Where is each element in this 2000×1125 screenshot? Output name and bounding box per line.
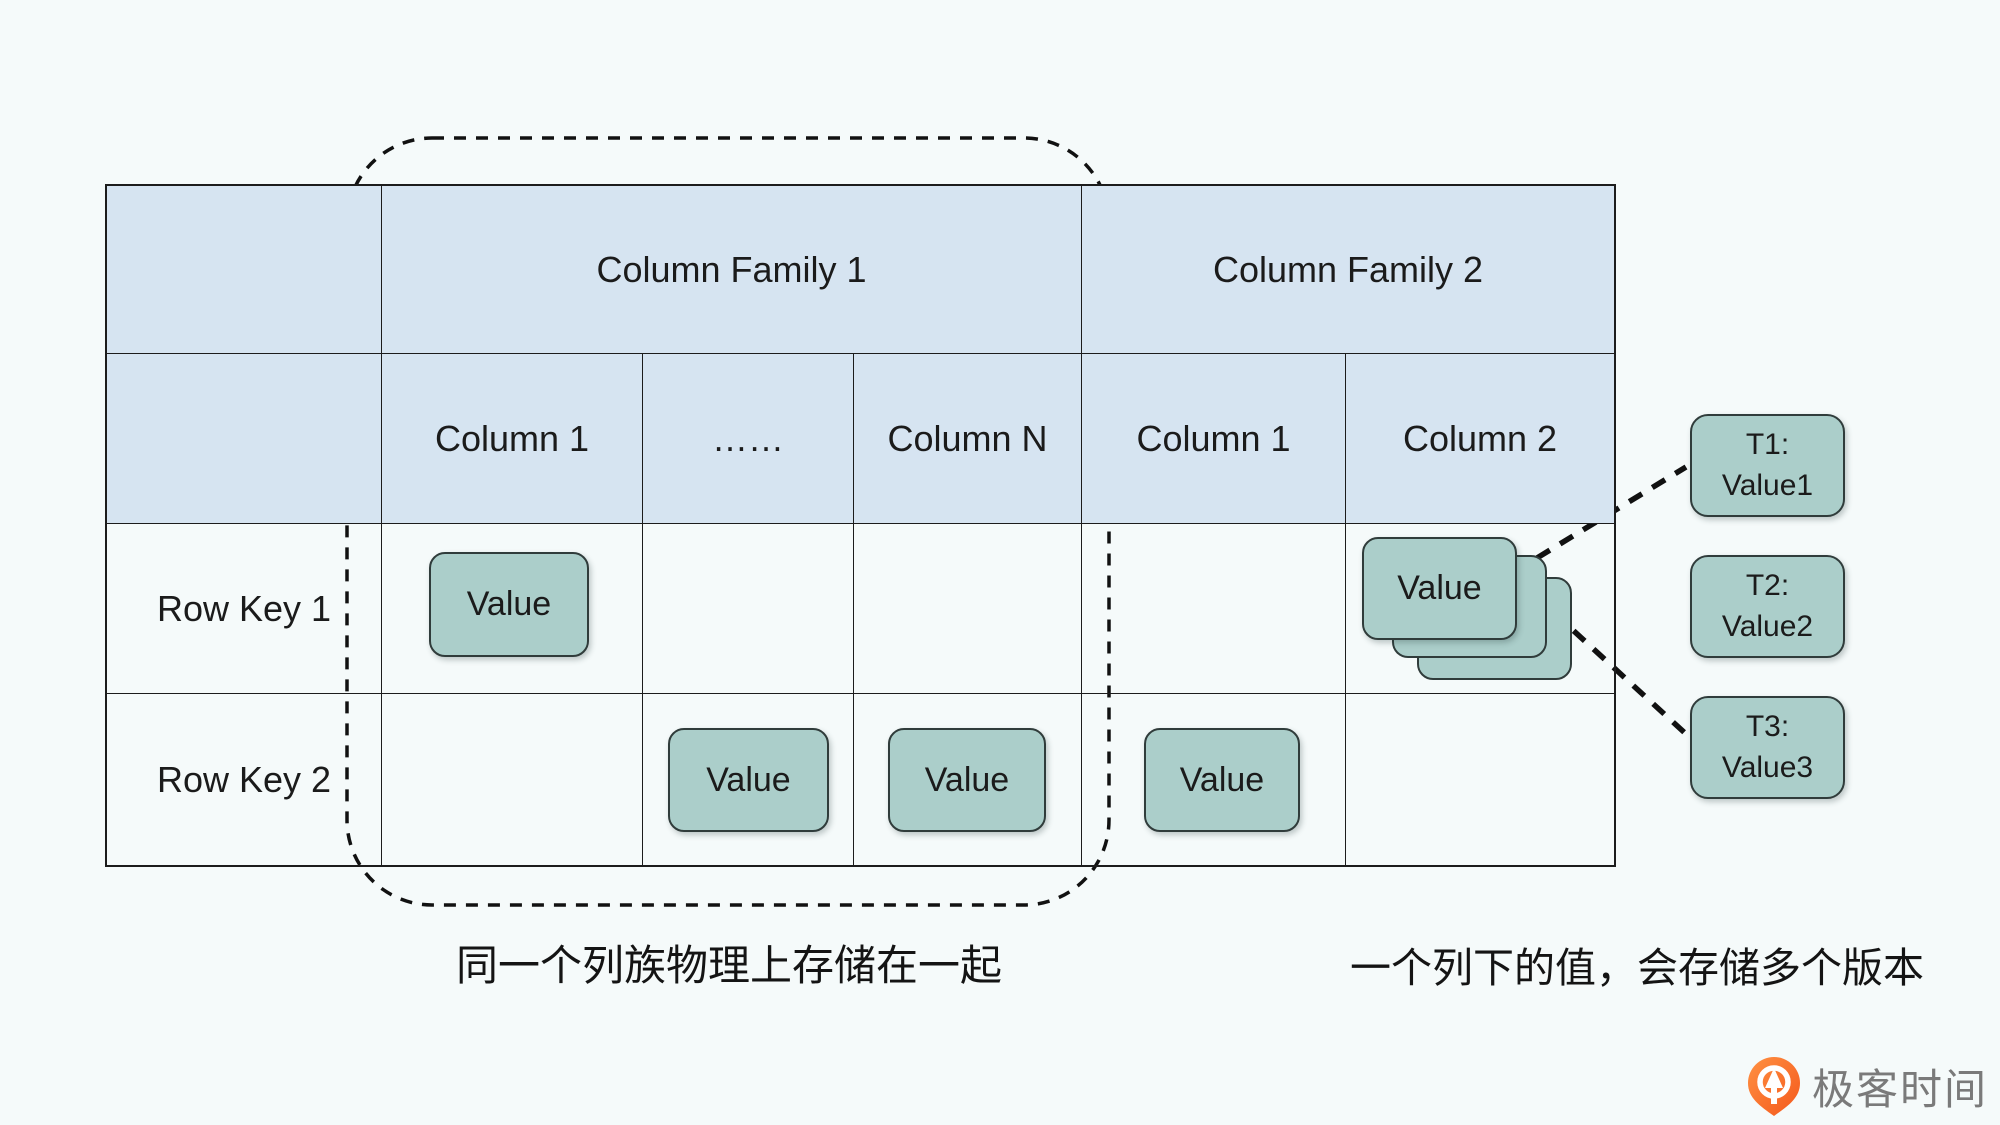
version-t3-value: Value3 bbox=[1721, 750, 1814, 784]
column-family-1-header: Column Family 1 bbox=[382, 186, 1082, 354]
column-family-2-header: Column Family 2 bbox=[1082, 186, 1614, 354]
cell-r1-cf1c1 bbox=[382, 524, 643, 694]
cell-r2-cf2c1 bbox=[1082, 694, 1346, 865]
cell-r2-cf1cn bbox=[854, 694, 1082, 865]
row-key-2-label: Row Key 2 bbox=[107, 694, 382, 865]
geektime-logo-icon bbox=[1744, 1054, 1804, 1118]
version-box-t2: T2: Value2 bbox=[1690, 555, 1845, 658]
corner-cell-sub bbox=[107, 354, 382, 524]
corner-cell-top bbox=[107, 186, 382, 354]
geektime-logo: 极客时间 bbox=[1744, 1054, 1988, 1118]
cf1-ellipsis-header: …… bbox=[643, 354, 854, 524]
cf1-column-1-header: Column 1 bbox=[382, 354, 643, 524]
value-box-rowkey2-cf1dots: Value bbox=[668, 728, 829, 832]
cell-r1-cf2c2 bbox=[1346, 524, 1614, 694]
caption-multi-version: 一个列下的值，会存储多个版本 bbox=[1350, 945, 1924, 991]
version-t2-time: T2: bbox=[1745, 569, 1790, 602]
cf2-column-2-header: Column 2 bbox=[1346, 354, 1614, 524]
value-stack-top: Value bbox=[1362, 537, 1517, 640]
cell-r2-cf1c1 bbox=[382, 694, 643, 865]
value-box-rowkey2-cf1coln: Value bbox=[888, 728, 1046, 832]
cell-r2-cf2c2 bbox=[1346, 694, 1614, 865]
cell-r1-cf1cn bbox=[854, 524, 1082, 694]
version-box-t1: T1: Value1 bbox=[1690, 414, 1845, 517]
geektime-logo-text: 极客时间 bbox=[1812, 1065, 1989, 1113]
value-box-rowkey2-cf2col1: Value bbox=[1144, 728, 1300, 832]
value-box-rowkey1-cf1col1: Value bbox=[429, 552, 589, 657]
hbase-table: Column Family 1 Column Family 2 Column 1… bbox=[105, 184, 1616, 867]
version-box-t3: T3: Value3 bbox=[1690, 696, 1845, 799]
caption-column-family-storage: 同一个列族物理上存储在一起 bbox=[455, 942, 1002, 989]
version-t1-value: Value1 bbox=[1721, 468, 1814, 502]
cell-r1-cf2c1 bbox=[1082, 524, 1346, 694]
version-t2-value: Value2 bbox=[1721, 609, 1814, 643]
cf1-column-n-header: Column N bbox=[854, 354, 1082, 524]
cell-r1-cf1dots bbox=[643, 524, 854, 694]
cell-r2-cf1dots bbox=[643, 694, 854, 865]
row-key-1-label: Row Key 1 bbox=[107, 524, 382, 694]
cf2-column-1-header: Column 1 bbox=[1082, 354, 1346, 524]
version-t1-time: T1: bbox=[1745, 428, 1790, 461]
version-t3-time: T3: bbox=[1745, 710, 1790, 743]
